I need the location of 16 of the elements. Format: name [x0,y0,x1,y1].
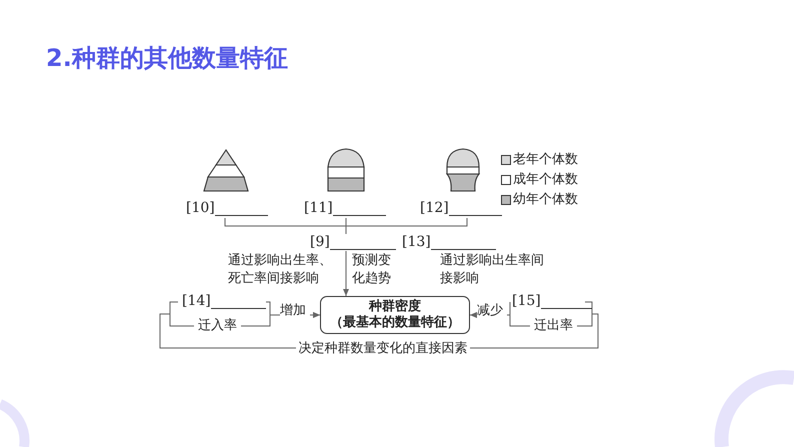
legend-label: 老年个体数 [513,152,578,168]
text-label: 迁出率 [534,318,573,334]
fill-in-line: [12] [420,200,502,216]
fill-in-line: [14] [182,293,266,309]
legend-label: 幼年个体数 [513,192,578,208]
connector-line [346,218,468,234]
text-label: 迁入率 [198,318,237,334]
arrow [343,250,349,296]
fill-in-line: [11] [304,200,386,216]
rounded-box: 种群密度 （最基本的数量特征） [320,296,470,334]
fill-in-line: [13] [402,234,496,250]
fill-in-line: [10] [186,200,268,216]
title: 2.种群的其他数量特征 [46,43,288,74]
legend-label: 成年个体数 [513,172,578,188]
fill-in-line: [15] [512,293,592,309]
fill-in-line: [9] [310,234,396,250]
